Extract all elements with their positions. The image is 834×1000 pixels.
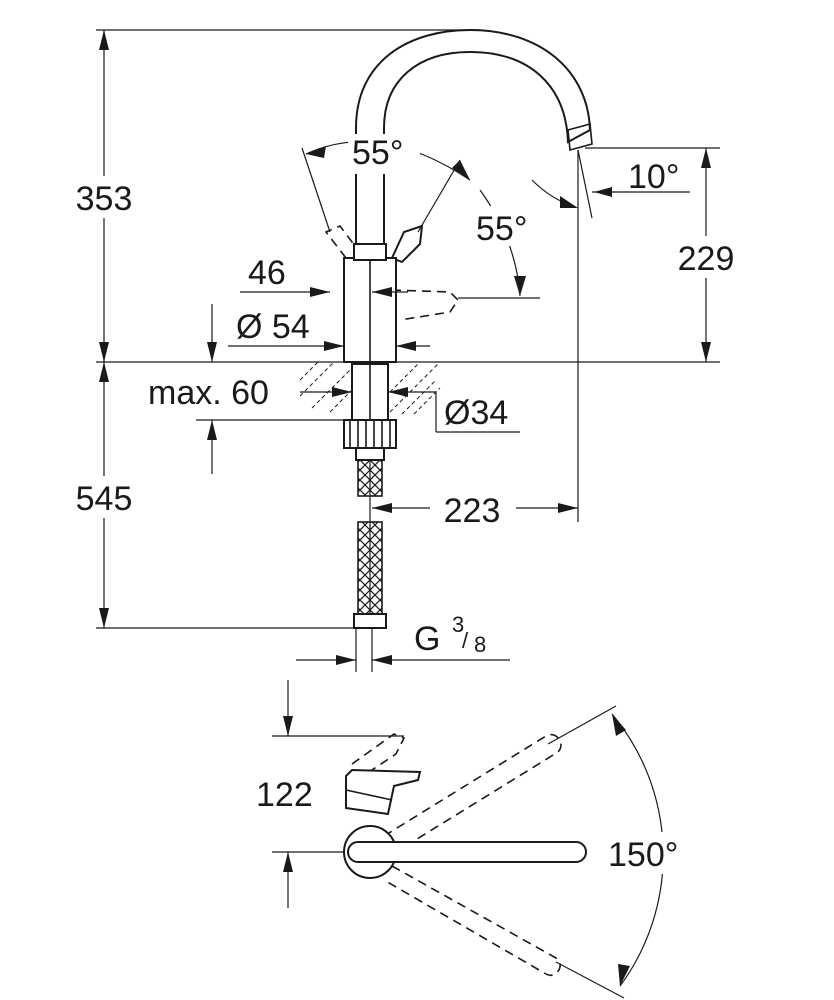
dimension-122-label: 122 bbox=[256, 776, 313, 814]
dimension-545-label: 545 bbox=[76, 480, 133, 518]
dimension-diameter-34: Ø34 bbox=[300, 387, 520, 433]
dimension-diameter-54-label: Ø 54 bbox=[236, 308, 310, 346]
lever-raised-right bbox=[390, 159, 461, 264]
hose-connector bbox=[353, 613, 387, 629]
spout-outlet bbox=[567, 122, 593, 152]
spout-angle-10-label: 10° bbox=[628, 158, 679, 196]
lever-horizontal-dashed bbox=[391, 289, 460, 321]
lever-raised-left bbox=[301, 147, 359, 259]
thread-label-slash: / bbox=[462, 628, 469, 653]
spout-angle-10: 10° bbox=[531, 149, 690, 219]
dimension-max-60-label: max. 60 bbox=[148, 374, 269, 412]
spout-swivel-upper-dashed bbox=[383, 733, 562, 853]
dimension-diameter-34-label: Ø34 bbox=[444, 394, 508, 432]
thread-label-denominator: 8 bbox=[474, 632, 486, 657]
spout bbox=[355, 28, 593, 251]
side-elevation-view: 353 545 229 bbox=[68, 28, 744, 672]
spout-plan bbox=[347, 841, 587, 863]
dimension-diameter-54: Ø 54 bbox=[228, 308, 430, 351]
dimension-223-label: 223 bbox=[444, 492, 501, 530]
spout-swivel-lower-dashed bbox=[383, 865, 561, 977]
dimension-223: 223 bbox=[372, 492, 578, 530]
mounting-nut bbox=[343, 419, 397, 449]
dimension-46: 46 bbox=[240, 254, 408, 297]
lever-angle-55-right-label: 55° bbox=[476, 210, 527, 248]
thread-label-numerator: 3 bbox=[452, 612, 464, 637]
lever-plan-dashed bbox=[351, 733, 406, 779]
swivel-angle-150: 150° bbox=[547, 705, 690, 999]
plan-view: 122 150° bbox=[256, 680, 690, 999]
dimension-353: 353 bbox=[68, 30, 140, 362]
dimension-353-label: 353 bbox=[76, 180, 133, 218]
dimension-46-label: 46 bbox=[248, 254, 286, 292]
swivel-angle-150-label: 150° bbox=[608, 836, 678, 874]
dimension-545: 545 bbox=[68, 362, 140, 628]
thread-size-g3-8: G 3 / 8 bbox=[296, 612, 510, 672]
dimension-max-60: max. 60 bbox=[148, 304, 352, 474]
dimension-122: 122 bbox=[256, 680, 404, 908]
cartridge-cap bbox=[353, 243, 387, 261]
lever-angle-55-right: 55° bbox=[458, 189, 544, 299]
dimension-229-label: 229 bbox=[678, 240, 735, 278]
lever-angle-55-top: 55° bbox=[305, 134, 471, 181]
lever-plan bbox=[345, 768, 422, 816]
thread-label-g: G bbox=[414, 620, 440, 658]
dimension-229: 229 bbox=[668, 148, 744, 362]
lever-angle-55-top-label: 55° bbox=[352, 134, 403, 172]
